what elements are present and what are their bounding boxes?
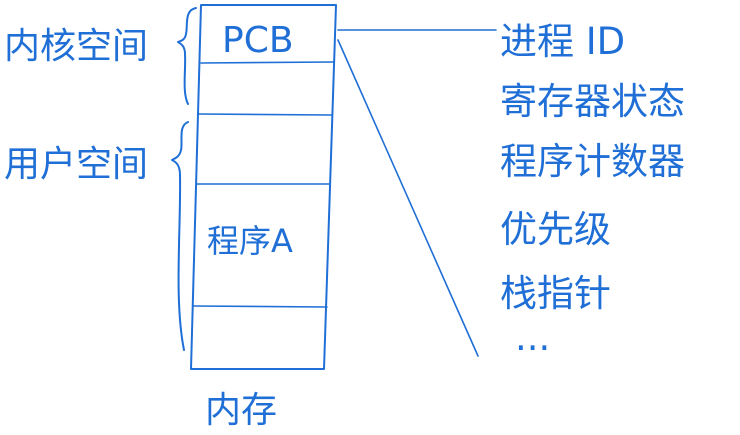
kernel-space-label: 内核空间 xyxy=(4,26,148,67)
program-label: 程序A xyxy=(207,222,293,260)
pcb-field-program-counter: 程序计数器 xyxy=(500,140,685,183)
pcb-label: PCB xyxy=(222,20,294,61)
memory-outline xyxy=(190,4,337,370)
pcb-to-fields-line-bottom xyxy=(337,39,479,357)
pcb-field-register-state: 寄存器状态 xyxy=(500,80,685,123)
pcb-field-priority: 优先级 xyxy=(500,208,611,251)
user-space-brace xyxy=(171,121,189,351)
user-space-label: 用户空间 xyxy=(4,144,148,185)
pcb-bottom-divider xyxy=(200,61,335,64)
pcb-field-list: 进程 ID 寄存器状态 程序计数器 优先级 栈指针 ... xyxy=(500,20,685,359)
pcb-field-stack-pointer: 栈指针 xyxy=(500,272,611,315)
pcb-field-ellipsis: ... xyxy=(515,316,550,359)
memory-label: 内存 xyxy=(205,390,277,431)
pcb-field-process-id: 进程 ID xyxy=(500,20,625,63)
kernel-user-divider xyxy=(198,113,332,116)
memory-column xyxy=(190,4,337,370)
kernel-space-brace xyxy=(177,7,197,105)
program-bottom-divider xyxy=(192,305,328,308)
